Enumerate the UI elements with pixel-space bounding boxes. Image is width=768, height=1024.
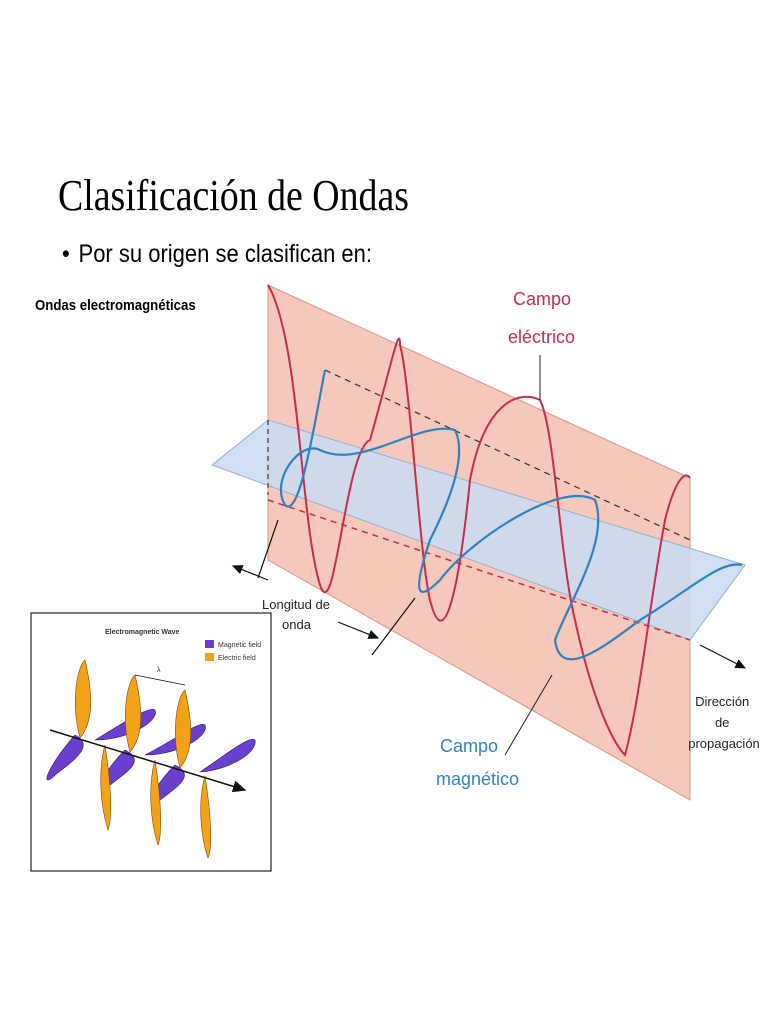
wavelength-label-line: onda [282, 617, 312, 632]
inset-wavelength-arrow [134, 674, 186, 686]
wavelength-tick [257, 519, 279, 579]
inset-wave-diagram: Electromagnetic Wave Magnetic field Elec… [30, 612, 272, 872]
inset-magnetic-lobe [46, 734, 84, 781]
bullet-text: • Por su origen se clasifican en: [62, 240, 372, 269]
bullet-label: Por su origen se clasifican en: [78, 240, 373, 268]
legend-swatch-electric [205, 653, 214, 661]
propagation-label-line: de [715, 715, 729, 730]
propagation-axis [267, 499, 691, 641]
electric-field-wave [267, 284, 691, 757]
section-subheading: Ondas electromagnéticas [35, 297, 196, 314]
legend-label-electric: Electric field [218, 655, 256, 662]
wavelength-label-line: Longitud de [262, 597, 330, 612]
inset-propagation-axis [49, 729, 247, 793]
magnetic-field-plane [210, 419, 746, 641]
electric-field-label: Campo eléctrico [508, 289, 576, 347]
wavelength-arrow-left [231, 565, 269, 581]
propagation-label: Dirección de propagación [688, 694, 760, 751]
propagation-label-line: Dirección [695, 694, 749, 709]
inset-wavelength-symbol: λ [157, 667, 161, 674]
propagation-label-line: propagación [688, 736, 760, 751]
legend-label-magnetic: Magnetic field [218, 642, 261, 649]
wave-envelope-line [324, 369, 691, 541]
bullet-dot-icon: • [62, 240, 70, 268]
electric-field-label-line: Campo [513, 289, 571, 309]
slide-title: Clasificación de Ondas [58, 171, 409, 220]
propagation-arrow [699, 644, 747, 669]
wavelength-tick [371, 597, 416, 656]
magnetic-field-label-line: Campo [440, 736, 498, 756]
inset-electric-lobe [75, 659, 92, 739]
inset-electric-lobe [150, 759, 161, 846]
main-wave-diagram: Campo eléctrico Campo magnético Longitud… [210, 284, 760, 801]
inset-title: Electromagnetic Wave [105, 629, 180, 636]
magnetic-field-label: Campo magnético [436, 736, 519, 789]
magnetic-field-wave [279, 369, 743, 661]
magnetic-label-leader [504, 674, 553, 756]
legend-swatch-magnetic [205, 640, 214, 648]
wavelength-label: Longitud de onda [262, 597, 334, 632]
inset-magnetic-lobe [198, 738, 256, 773]
electric-field-label-line: eléctrico [508, 327, 575, 347]
magnetic-field-label-line: magnético [436, 769, 519, 789]
inset-electric-lobe [200, 775, 211, 859]
inset-electric-lobe [175, 689, 192, 769]
inset-electric-lobe [100, 744, 111, 831]
inset-frame [30, 612, 272, 872]
wavelength-arrow-right [337, 621, 380, 639]
